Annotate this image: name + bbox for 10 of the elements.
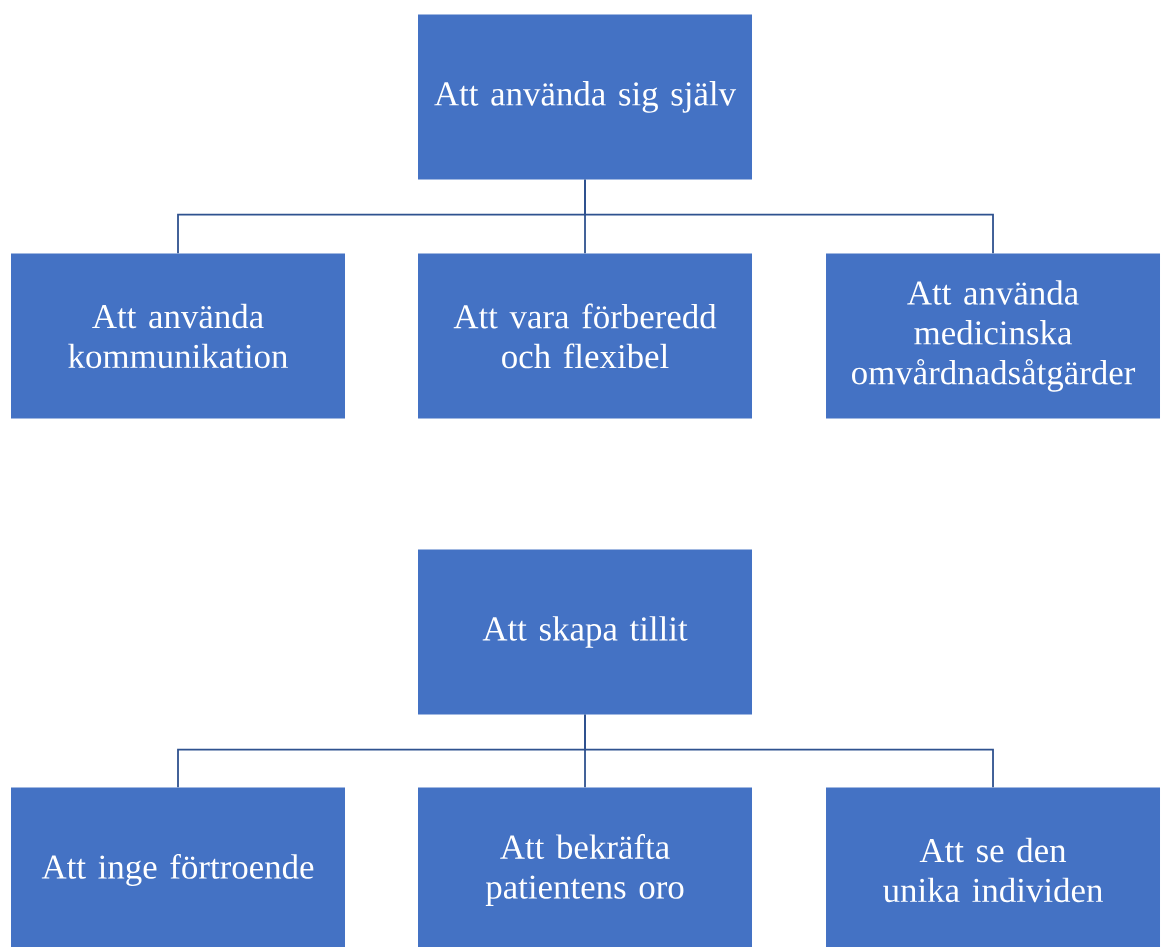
process-box: Att bekräfta patientens oro: [418, 787, 752, 947]
process-box: Att använda medicinska omvårdnadsåtgärder: [826, 253, 1160, 419]
process-box: Att skapa tillit: [418, 549, 752, 715]
process-box: Att se den unika individen: [826, 787, 1160, 947]
connector-line: [584, 713, 994, 789]
connector-line: [584, 178, 994, 255]
process-box: Att vara förberedd och flexibel: [418, 253, 752, 419]
process-box: Att använda kommunikation: [11, 253, 345, 419]
process-box: Att inge förtroende: [11, 787, 345, 947]
process-box: Att använda sig själv: [418, 14, 752, 180]
